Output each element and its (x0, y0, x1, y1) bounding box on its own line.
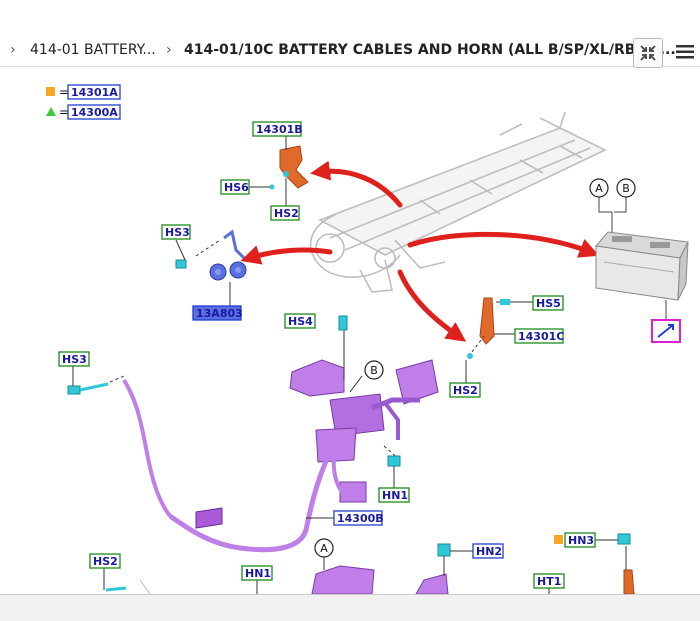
arrow-to-14301b (310, 160, 403, 208)
arrow-to-14301c (397, 269, 467, 342)
horn-illustration (175, 229, 247, 306)
breadcrumb-chevron-icon: › (166, 42, 172, 58)
breadcrumb-bar: › 414-01 BATTERY... › 414-01/10C BATTERY… (0, 0, 700, 68)
label-box (241, 565, 273, 581)
label-box (161, 224, 191, 240)
callout-a-text: A (595, 182, 603, 195)
label-hs6: HS6 (224, 181, 249, 194)
callout-a2-text: A (320, 542, 328, 555)
menu-button[interactable] (670, 38, 698, 66)
vehicle-frame-illustration (309, 111, 607, 293)
label-hs2-top: HS2 (274, 207, 299, 220)
label-hs2-mid: HS2 (453, 384, 478, 397)
label-box (192, 305, 242, 321)
cable-14301b-illustration (250, 136, 309, 208)
battery-illustration (595, 231, 689, 301)
legend-label-box (67, 104, 121, 120)
label-hn3: HN3 (568, 534, 594, 547)
legend-equals: = (59, 85, 69, 99)
label-box (284, 313, 316, 329)
label-box (58, 351, 90, 367)
breadcrumb-parent[interactable]: 414-01 BATTERY... (30, 42, 156, 58)
label-box (472, 543, 504, 559)
callout-b-text: B (622, 182, 630, 195)
legend-label-14301a: 14301A (71, 86, 118, 99)
label-14301c: 14301C (518, 330, 564, 343)
external-link-icon (657, 324, 674, 338)
legend: = 14301A = 14300A (46, 84, 121, 120)
label-box (514, 328, 564, 344)
label-box (89, 553, 121, 569)
battery-callouts (598, 196, 667, 320)
label-box (564, 532, 596, 548)
hamburger-menu-icon (676, 45, 694, 59)
label-hs2-bottom: HS2 (93, 555, 118, 568)
harness-14300b-illustration (67, 315, 439, 553)
label-hn2: HN2 (476, 545, 502, 558)
arrow-to-battery (407, 231, 600, 258)
callout-a (589, 178, 609, 198)
label-box (449, 382, 481, 398)
callout-b (616, 178, 636, 198)
label-hs4: HS4 (288, 315, 313, 328)
label-14301b: 14301B (256, 123, 303, 136)
legend-orange-square-icon (46, 87, 55, 96)
label-hs3-left: HS3 (62, 353, 87, 366)
wiring-diagram: = 14301A = 14300A A (0, 67, 700, 594)
label-hs5: HS5 (536, 297, 561, 310)
lower-parts-illustration (103, 533, 635, 594)
legend-green-triangle-icon (46, 107, 56, 116)
label-14300b: 14300B (337, 512, 384, 525)
label-hs3-top: HS3 (165, 226, 190, 239)
breadcrumb-chevron-icon: › (10, 42, 16, 58)
label-box (532, 295, 564, 311)
cable-14301c-illustration (465, 297, 534, 383)
magenta-icon-box[interactable] (651, 319, 681, 343)
label-box (378, 487, 410, 503)
legend-label-box (67, 84, 121, 100)
label-13a803: 13A803 (196, 307, 243, 320)
arrow-to-horn (240, 245, 333, 265)
legend-label-14300a: 14300A (71, 106, 118, 119)
collapse-arrows-icon (640, 45, 656, 61)
red-pointer-arrows (240, 160, 600, 342)
diagram-canvas: = 14301A = 14300A A (46, 84, 689, 594)
callout-b-harness (364, 360, 384, 380)
label-hn1-mid: HN1 (382, 489, 408, 502)
label-box (252, 121, 302, 137)
label-box (270, 205, 300, 221)
callout-b2-text: B (370, 364, 378, 377)
horizontal-scrollbar[interactable] (0, 594, 700, 621)
label-box (220, 179, 250, 195)
label-box (533, 573, 565, 589)
legend-equals: = (59, 105, 69, 119)
label-ht1: HT1 (537, 575, 561, 588)
label-hn1-bottom: HN1 (245, 567, 271, 580)
collapse-button[interactable] (633, 38, 663, 68)
label-box (333, 510, 383, 526)
page-title: 414-01/10C BATTERY CABLES AND HORN (ALL … (184, 42, 676, 58)
